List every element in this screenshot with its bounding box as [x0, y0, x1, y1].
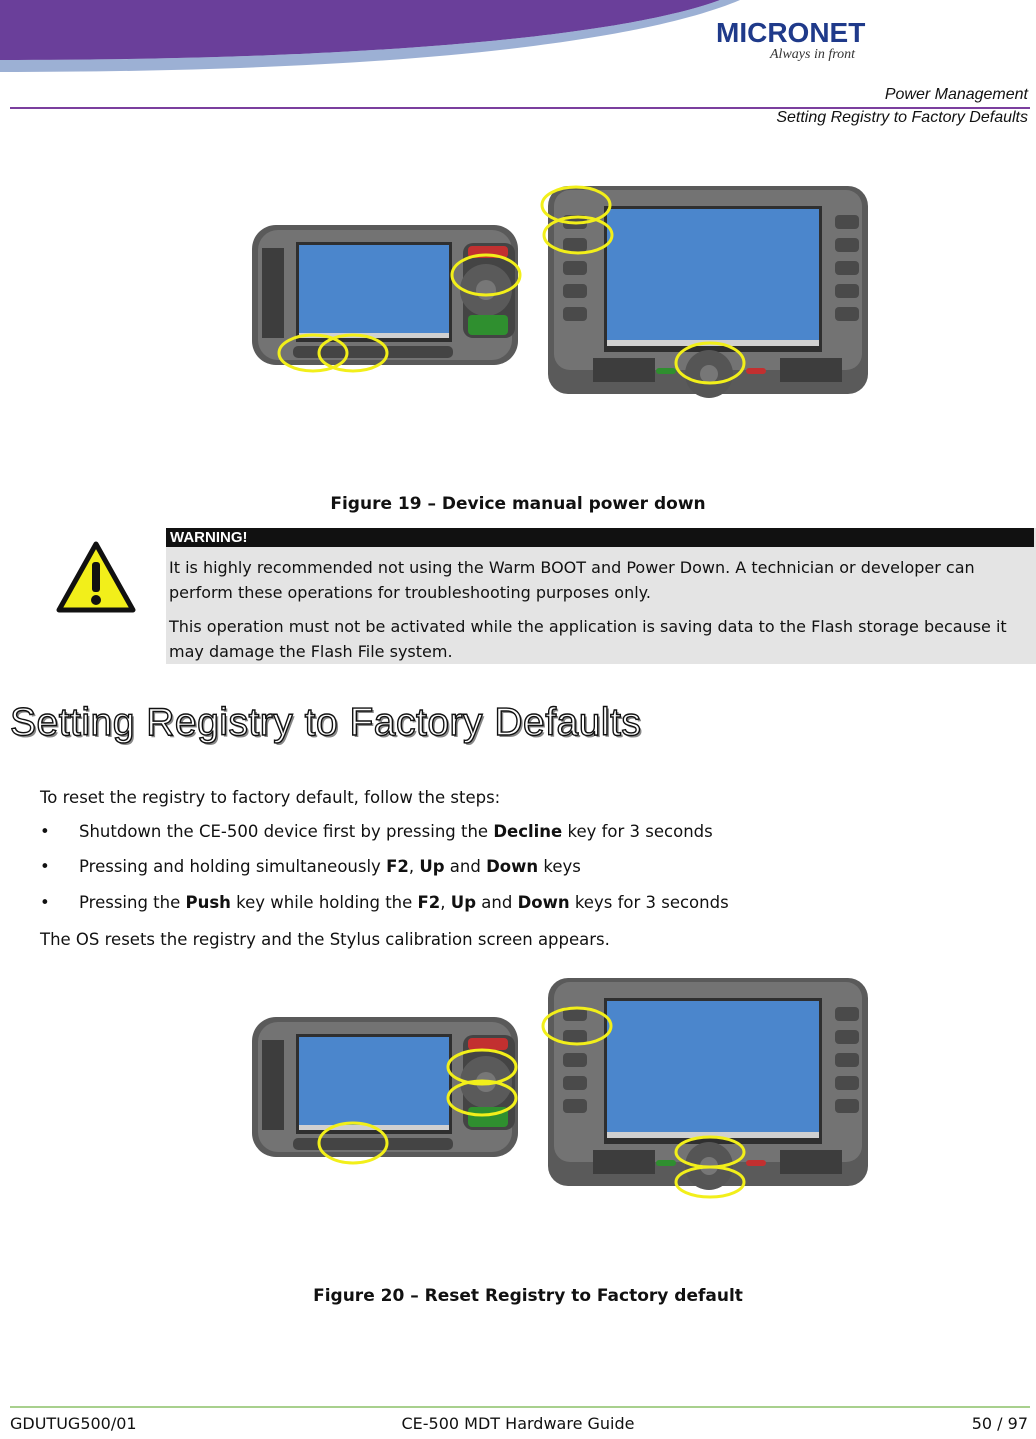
bullet-icon: • — [40, 893, 50, 912]
header-section: Power Management — [884, 86, 1028, 103]
warning-icon — [56, 541, 136, 613]
outro-text: The OS resets the registry and the Stylu… — [40, 930, 610, 949]
micronet-logo: MICRONET — [716, 17, 865, 48]
header-rule — [10, 107, 1030, 109]
header-subsection: Setting Registry to Factory Defaults — [776, 109, 1028, 126]
warning-paragraph-1: It is highly recommended not using the W… — [169, 558, 975, 602]
footer-page-number: 50 / 97 — [971, 1414, 1028, 1433]
figure-19-image — [252, 185, 868, 398]
figure-20-caption: Figure 20 – Reset Registry to Factory de… — [313, 1286, 743, 1306]
footer-rule — [10, 1406, 1030, 1408]
bullet-icon: • — [40, 857, 50, 876]
warning-box — [166, 528, 1036, 664]
list-item: • Pressing and holding simultaneously F2… — [40, 857, 581, 876]
footer-title: CE-500 MDT Hardware Guide — [401, 1414, 635, 1433]
svg-text:Always in front: Always in front — [769, 47, 856, 62]
footer-doc-id: GDUTUG500/01 — [10, 1414, 137, 1433]
header-banner: MICRONET Always in front — [0, 0, 865, 72]
figure-20-image — [252, 978, 868, 1199]
list-item: • Pressing the Push key while holding th… — [40, 893, 729, 912]
list-item: • Shutdown the CE-500 device first by pr… — [40, 822, 713, 841]
warning-paragraph-2: This operation must not be activated whi… — [169, 617, 1007, 661]
intro-text: To reset the registry to factory default… — [40, 788, 501, 807]
bullet-icon: • — [40, 822, 50, 841]
figure-19-caption: Figure 19 – Device manual power down — [330, 494, 706, 514]
warning-heading: WARNING! — [166, 528, 1034, 547]
section-title: Setting Registry to Factory Defaults — [9, 700, 642, 744]
